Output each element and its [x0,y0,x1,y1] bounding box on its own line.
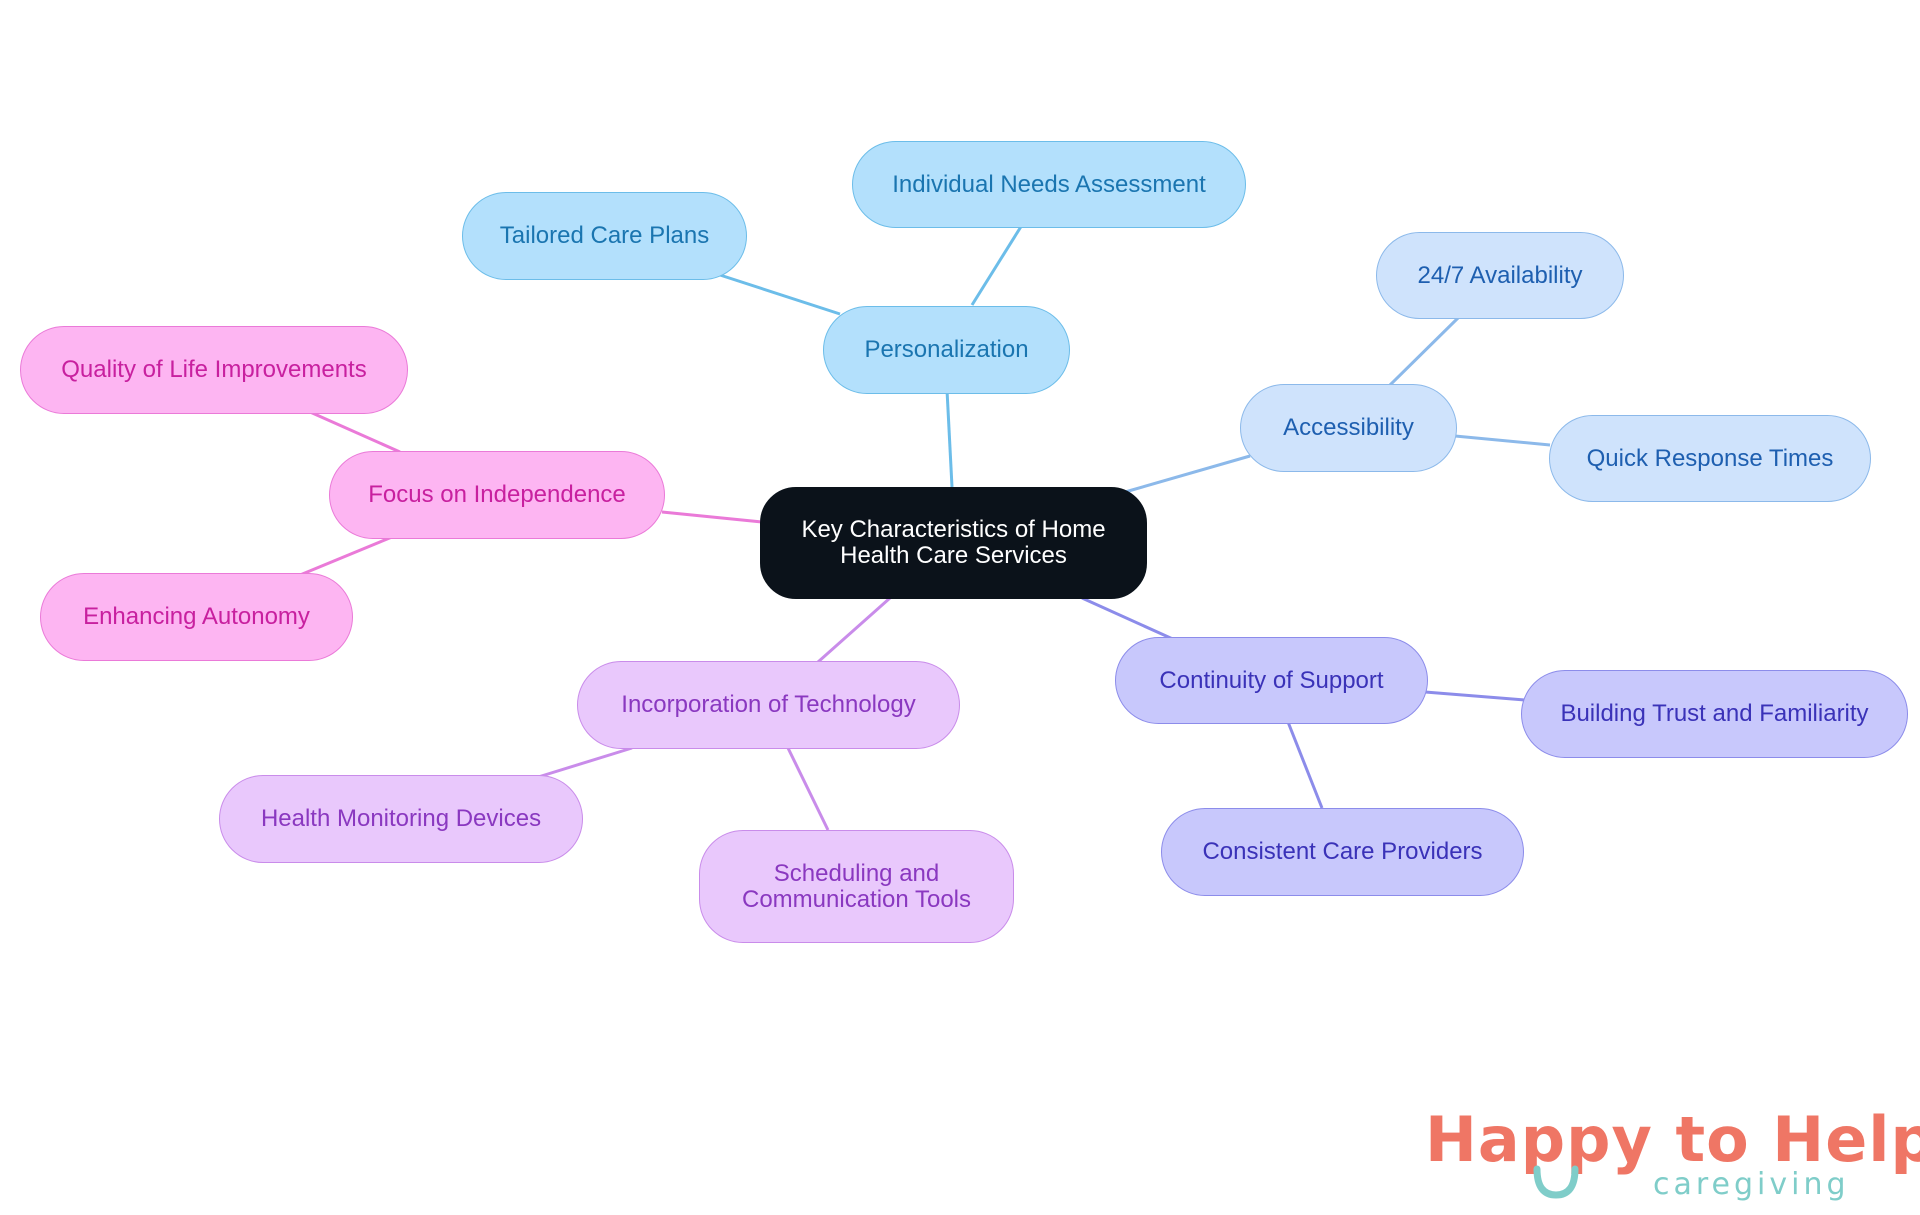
node-scheduling-communication-tools[interactable]: Scheduling and Communication Tools [699,830,1014,943]
node-consistent-care-providers-label: Consistent Care Providers [1202,838,1483,865]
node-incorporation-of-technology[interactable]: Incorporation of Technology [577,661,960,749]
edge-independence-autonomy [299,535,393,577]
node-health-monitoring-devices[interactable]: Health Monitoring Devices [219,775,583,863]
node-incorporation-of-technology-label: Incorporation of Technology [621,691,916,718]
node-tailored-care-plans-label: Tailored Care Plans [499,222,710,249]
edge-personalization-tailored-care [719,273,841,316]
node-scheduling-communication-tools-label: Scheduling and Communication Tools [742,859,971,913]
node-focus-on-independence-label: Focus on Independence [368,481,626,508]
edge-personalization-individual-needs [970,224,1024,306]
node-focus-on-independence[interactable]: Focus on Independence [329,451,665,539]
node-quality-of-life-improvements-label: Quality of Life Improvements [61,356,367,383]
node-24-7-availability-label: 24/7 Availability [1417,261,1583,289]
edge-root-accessibility [1124,454,1251,494]
root-node[interactable]: Key Characteristics of Home Health Care … [760,487,1147,599]
node-quick-response-times[interactable]: Quick Response Times [1549,415,1871,502]
node-individual-needs-assessment-label: Individual Needs Assessment [892,170,1206,198]
edge-root-continuity [1081,596,1176,642]
node-quality-of-life-improvements[interactable]: Quality of Life Improvements [20,326,408,414]
root-node-label: Key Characteristics of Home Health Care … [801,516,1106,569]
node-continuity-of-support-label: Continuity of Support [1159,666,1384,694]
node-individual-needs-assessment[interactable]: Individual Needs Assessment [852,141,1246,228]
logo-brand-text: Happy to Help [1425,1103,1920,1176]
node-consistent-care-providers[interactable]: Consistent Care Providers [1161,808,1524,896]
node-continuity-of-support[interactable]: Continuity of Support [1115,637,1428,724]
node-enhancing-autonomy-label: Enhancing Autonomy [83,603,310,630]
edge-technology-health-monitoring [534,746,633,780]
edge-continuity-consistent-providers [1286,721,1324,809]
edge-root-technology [817,596,891,664]
node-tailored-care-plans[interactable]: Tailored Care Plans [462,192,747,280]
node-personalization-label: Personalization [864,336,1029,363]
node-accessibility[interactable]: Accessibility [1240,384,1457,472]
node-health-monitoring-devices-label: Health Monitoring Devices [260,805,542,832]
edge-independence-quality-of-life [309,410,401,454]
node-enhancing-autonomy[interactable]: Enhancing Autonomy [40,573,353,661]
node-building-trust-familiarity[interactable]: Building Trust and Familiarity [1521,670,1908,758]
edge-continuity-building-trust [1424,690,1526,702]
node-accessibility-label: Accessibility [1283,414,1414,441]
node-24-7-availability[interactable]: 24/7 Availability [1376,232,1624,319]
edge-root-independence [661,510,763,524]
node-personalization[interactable]: Personalization [823,306,1070,394]
edge-root-personalization [945,389,954,488]
edge-accessibility-quick-response [1454,434,1551,447]
happy-to-help-logo: Happy to Help caregiving [1425,1105,1920,1205]
edge-technology-scheduling [786,747,830,831]
logo-tagline: caregiving [1653,1167,1850,1202]
node-building-trust-familiarity-label: Building Trust and Familiarity [1560,700,1869,727]
smile-icon [1533,1165,1579,1199]
node-quick-response-times-label: Quick Response Times [1586,444,1834,472]
edge-accessibility-availability [1388,316,1460,387]
